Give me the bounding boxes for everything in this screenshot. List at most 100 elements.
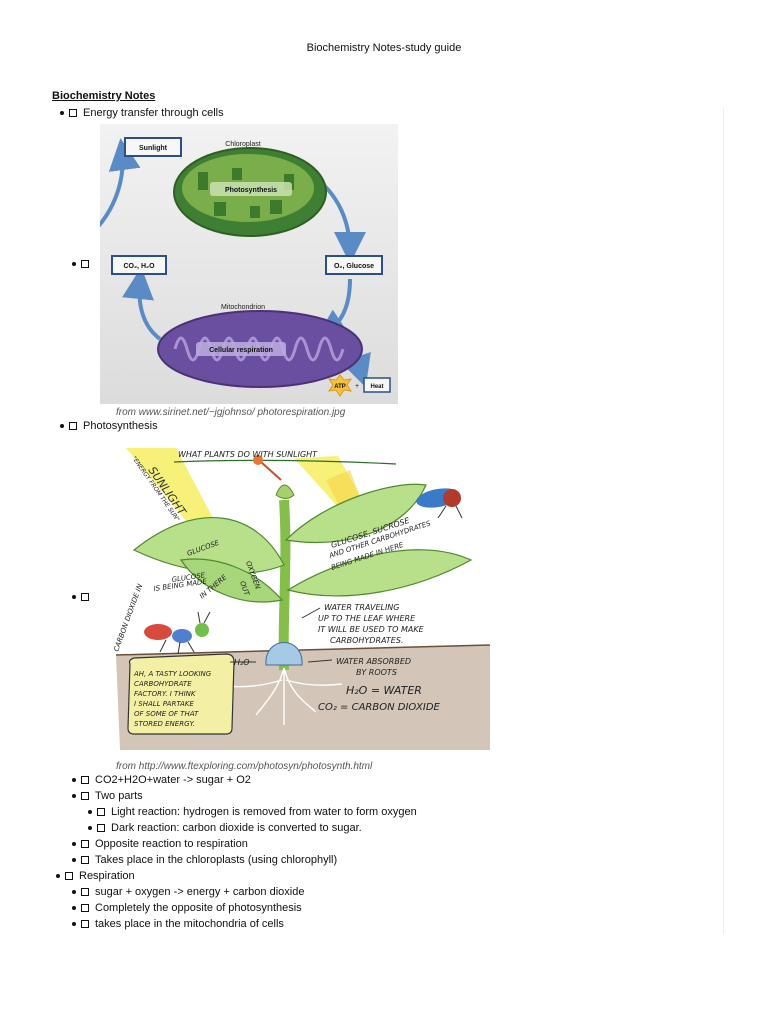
speech-text: AH, A TASTY LOOKING	[133, 670, 212, 678]
heat-box	[363, 377, 391, 393]
label-roots: BY ROOTS	[356, 668, 397, 677]
speech-text: CARBOHYDRATE	[134, 680, 192, 688]
list-item: takes place in the mitochondria of cells	[72, 917, 284, 931]
list-item: Photosynthesis	[60, 419, 158, 433]
checkbox-icon	[81, 888, 89, 896]
flying-bug-icon	[416, 488, 463, 519]
sunlight-box	[124, 137, 182, 157]
label-water-traveling: UP TO THE LEAF WHERE	[318, 614, 416, 623]
checkbox-icon	[81, 840, 89, 848]
speech-text: OF SOME OF THAT	[134, 710, 199, 718]
ant-icon	[144, 611, 211, 655]
item-label: Respiration	[79, 870, 135, 882]
checkbox-icon	[69, 422, 77, 430]
bullet-icon	[56, 874, 60, 878]
bullet-icon	[60, 424, 64, 428]
page-title: Biochemistry Notes-study guide	[306, 42, 462, 54]
label-plus: +	[355, 383, 359, 390]
cycle-arrow	[100, 138, 141, 228]
item-label: takes place in the mitochondria of cells	[95, 918, 284, 930]
checkbox-icon	[81, 260, 89, 268]
flower-head	[253, 455, 263, 465]
list-item: Respiration	[56, 869, 135, 883]
bullet-icon	[88, 810, 92, 814]
bullet-icon	[72, 794, 76, 798]
checkbox-icon	[81, 856, 89, 864]
pointer-arrows	[230, 607, 333, 663]
atp-star-icon	[327, 374, 353, 397]
item-label: CO2+H2O+water -> sugar + O2	[95, 774, 251, 786]
item-label: Energy transfer through cells	[83, 107, 224, 119]
bullet-icon	[72, 922, 76, 926]
label-chloroplast: Chloroplast	[225, 141, 260, 148]
label-sunlight: Sunlight	[139, 145, 168, 152]
list-item: Takes place in the chloroplasts (using c…	[72, 853, 337, 867]
figure-caption: from http://www.ftexploring.com/photosyn…	[116, 761, 373, 772]
checkbox-icon	[81, 792, 89, 800]
list-item: Dark reaction: carbon dioxide is convert…	[88, 821, 362, 835]
list-item: Opposite reaction to respiration	[72, 837, 248, 851]
plant-base	[265, 642, 303, 666]
label-heat: Heat	[370, 384, 383, 390]
list-item: Completely the opposite of photosynthesi…	[72, 901, 302, 915]
reactants-box	[111, 255, 167, 275]
label-h2o: H₂O	[234, 658, 250, 667]
label-o2-glucose: O₂, Glucose	[334, 263, 374, 270]
label-atp: ATP	[334, 384, 346, 390]
checkbox-icon	[69, 109, 77, 117]
checkbox-icon	[97, 808, 105, 816]
section-heading: Biochemistry Notes	[52, 90, 156, 102]
checkbox-icon	[81, 904, 89, 912]
leaf-upper-right	[284, 483, 427, 544]
bullet-icon	[72, 595, 76, 599]
leaf-right	[286, 549, 473, 597]
checkbox-icon	[81, 593, 89, 601]
label-cellular-respiration: Cellular respiration	[209, 347, 273, 354]
roots	[225, 667, 343, 725]
label-photosynthesis: Photosynthesis	[225, 187, 277, 194]
label-roots: WATER ABSORBED	[336, 657, 411, 666]
bullet-icon	[72, 858, 76, 862]
list-item: sugar + oxygen -> energy + carbon dioxid…	[72, 885, 304, 899]
plant-illustration: WHAT PLANTS DO WITH SUNLIGHT SUNLIGHT "E…	[106, 440, 490, 750]
sunbeam	[126, 448, 222, 540]
label-water-traveling: IT WILL BE USED TO MAKE	[318, 625, 425, 634]
figure-caption: from www.sirinet.net/~jgjohnso/ photores…	[116, 407, 346, 418]
products-box	[325, 255, 383, 275]
bullet-icon	[72, 842, 76, 846]
list-item: CO2+H2O+water -> sugar + O2	[72, 773, 251, 787]
item-label: Dark reaction: carbon dioxide is convert…	[111, 822, 362, 834]
label-water-traveling: WATER TRAVELING	[324, 603, 400, 612]
speech-text: FACTORY. I THINK	[134, 690, 197, 698]
checkbox-icon	[65, 872, 73, 880]
label-h2o-water: H₂O = WATER	[346, 684, 422, 697]
speech-text: STORED ENERGY.	[134, 720, 195, 728]
label-water-traveling: CARBOHYDRATES.	[330, 636, 403, 645]
item-label: Takes place in the chloroplasts (using c…	[95, 854, 338, 866]
list-item: Light reaction: hydrogen is removed from…	[88, 805, 417, 819]
bullet-icon	[72, 262, 76, 266]
photosynthesis-label-bg	[210, 182, 292, 196]
list-item: Two parts	[72, 789, 143, 803]
leaf-lower-left	[179, 558, 284, 603]
cycle-arrow	[122, 267, 162, 341]
respiration-label-bg	[196, 342, 286, 356]
label-co2-def: CO₂ = CARBON DIOXIDE	[318, 702, 441, 713]
title-underline	[173, 459, 397, 465]
item-label: Completely the opposite of photosynthesi…	[95, 902, 302, 914]
label-mitochondrion: Mitochondrion	[221, 304, 265, 311]
bullet-icon	[60, 111, 64, 115]
margin-divider	[723, 108, 724, 934]
bullet-icon	[72, 778, 76, 782]
bullet-icon	[72, 906, 76, 910]
speech-bubble	[127, 653, 235, 735]
item-label: Photosynthesis	[83, 420, 158, 432]
item-label: Opposite reaction to respiration	[95, 838, 248, 850]
checkbox-icon	[97, 824, 105, 832]
item-label: sugar + oxygen -> energy + carbon dioxid…	[95, 886, 305, 898]
energy-cycle-diagram: Sunlight CO₂, H₂O O₂, Glucose Photosynth…	[100, 124, 398, 404]
speech-text: I SHALL PARTAKE	[134, 700, 194, 708]
list-item: Energy transfer through cells	[60, 106, 224, 120]
checkbox-icon	[81, 776, 89, 784]
checkbox-icon	[81, 920, 89, 928]
